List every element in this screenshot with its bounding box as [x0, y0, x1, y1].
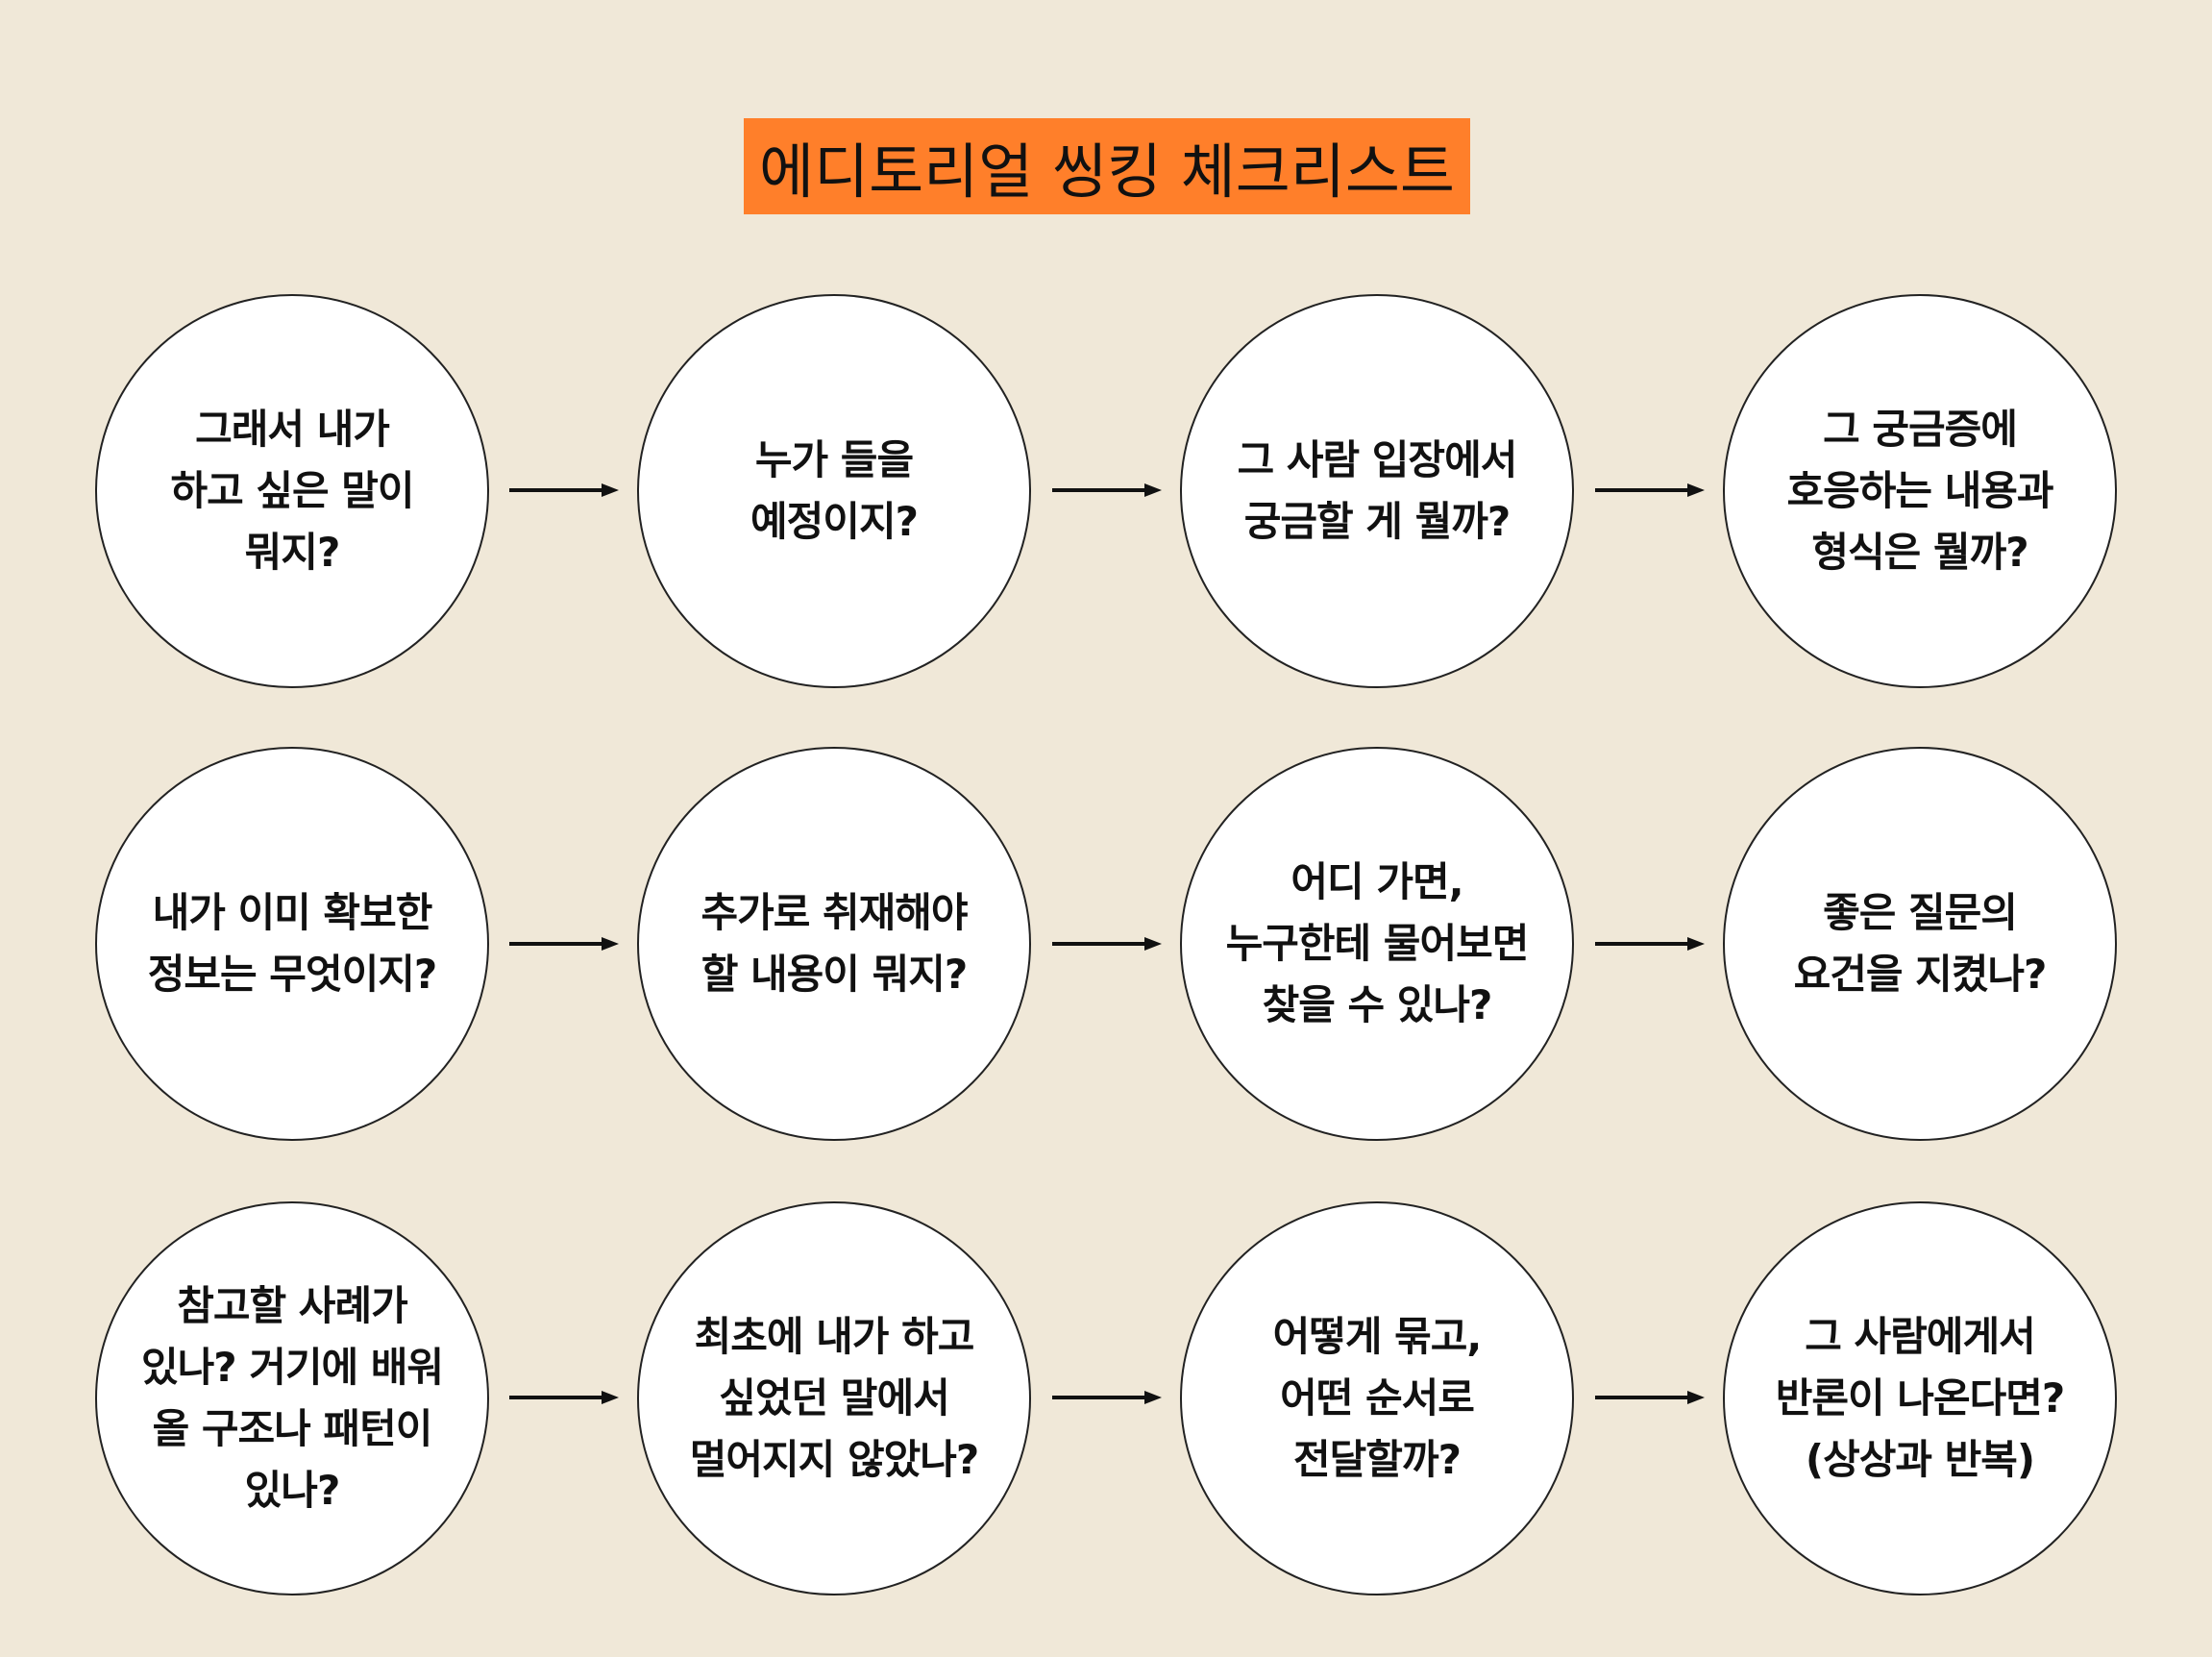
step-text-line: 있나?	[244, 1467, 341, 1514]
arrow-right-icon	[1052, 1388, 1162, 1407]
step-text-line: 참고할 사례가	[177, 1282, 407, 1329]
step-text-line: 멀어지지 않았나?	[689, 1436, 979, 1483]
step-text-line: 요건을 지켰나?	[1793, 951, 2048, 998]
step-text-line: 추가로 취재해야	[700, 889, 968, 936]
arrow-right-icon	[1595, 481, 1705, 500]
step-text-line: (상상과 반복)	[1805, 1436, 2035, 1483]
step-text-line: 예정이지?	[750, 498, 919, 545]
step-text-line: 누구한테 물어보면	[1225, 920, 1530, 967]
page-title: 에디토리얼 씽킹 체크리스트	[744, 118, 1470, 214]
step-text-line: 전달할까?	[1293, 1436, 1462, 1483]
arrow-right-icon	[1052, 934, 1162, 953]
step-text-line: 궁금할 게 뭘까?	[1243, 498, 1511, 545]
step-text-line: 그 사람에게서	[1805, 1313, 2035, 1360]
step-text-line: 호응하는 내용과	[1786, 467, 2053, 514]
step-text-line: 뭐지?	[244, 529, 341, 576]
step-text-line: 그 사람 입장에서	[1237, 436, 1518, 483]
step-text-line: 어떤 순서로	[1280, 1374, 1475, 1422]
arrow-right-icon	[509, 934, 619, 953]
step-text-line: 싶었던 말에서	[719, 1374, 949, 1422]
step-text-line: 형식은 뭘까?	[1811, 529, 2028, 576]
step-text-line: 최초에 내가 하고	[694, 1313, 975, 1360]
step-text-line: 어디 가면,	[1290, 858, 1463, 905]
step-text-line: 하고 싶은 말이	[170, 467, 414, 514]
step-text-line: 반론이 나온다면?	[1775, 1374, 2065, 1422]
step-text-line: 있나? 거기에 배워	[140, 1344, 444, 1391]
step-text-line: 그 궁금증에	[1823, 406, 2018, 453]
arrow-right-icon	[1052, 481, 1162, 500]
step-text-line: 어떻게 묶고,	[1272, 1313, 1483, 1360]
arrow-right-icon	[509, 1388, 619, 1407]
step-text-line: 내가 이미 확보한	[152, 889, 433, 936]
step-text-line: 찾을 수 있나?	[1262, 981, 1493, 1028]
step-text-line: 정보는 무엇이지?	[147, 951, 437, 998]
step-text-line: 할 내용이 뭐지?	[700, 951, 968, 998]
step-text-line: 그래서 내가	[195, 406, 390, 453]
arrow-right-icon	[1595, 934, 1705, 953]
step-text-line: 누가 들을	[754, 436, 914, 483]
step-text-line: 좋은 질문의	[1823, 889, 2018, 936]
step-text-line: 올 구조나 패턴이	[152, 1405, 433, 1452]
arrow-right-icon	[509, 481, 619, 500]
arrow-right-icon	[1595, 1388, 1705, 1407]
